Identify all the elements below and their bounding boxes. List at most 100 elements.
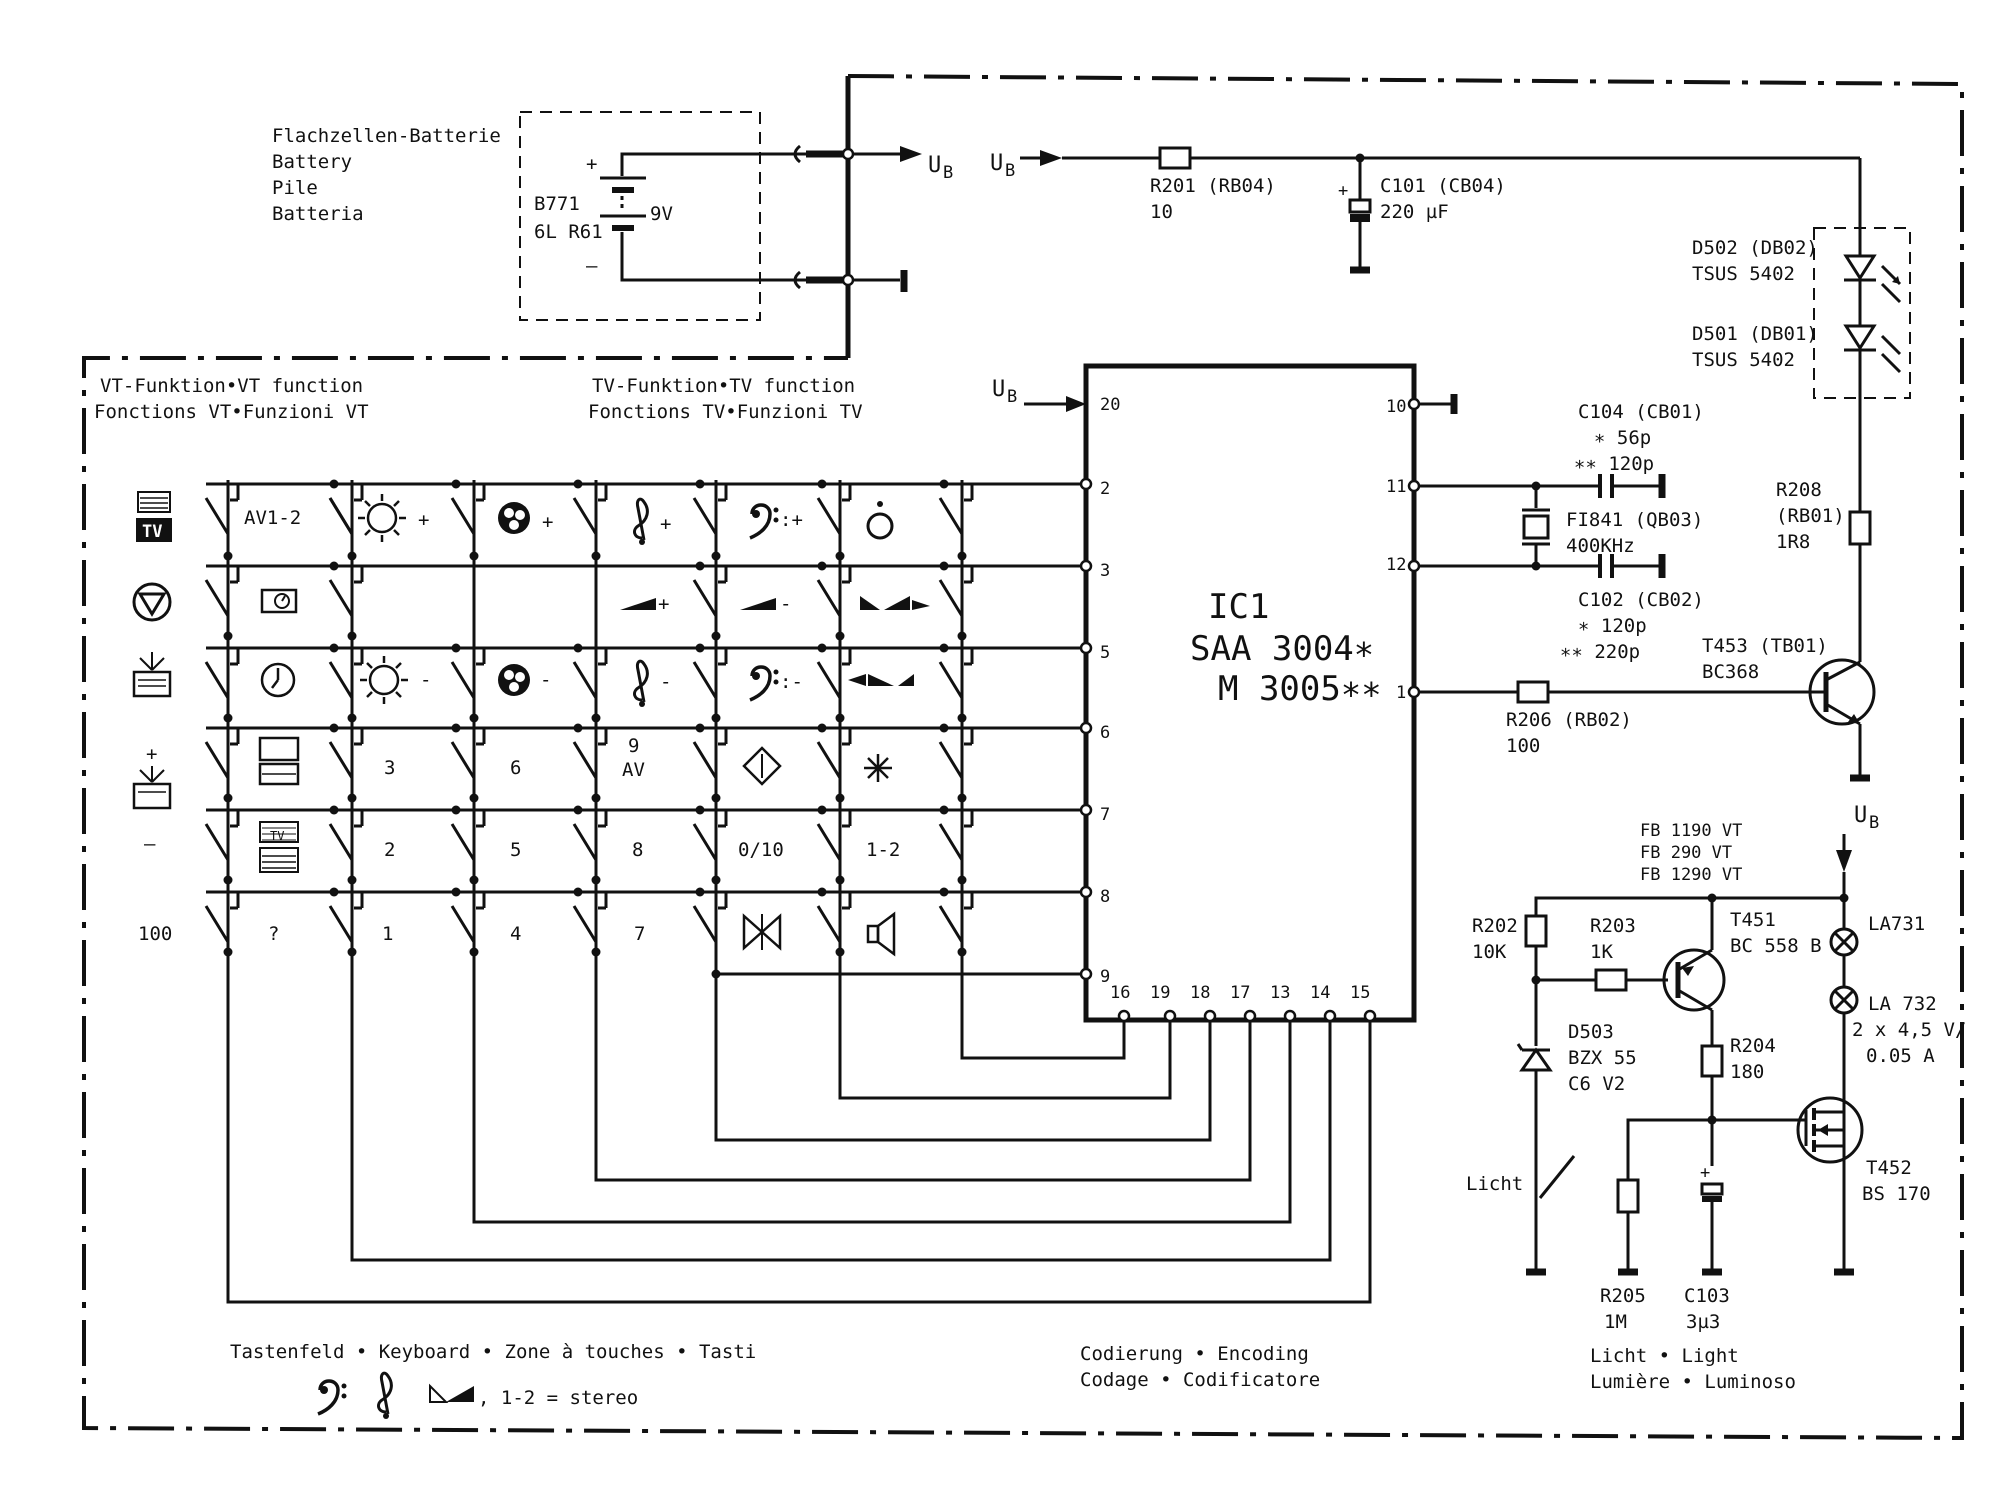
clock-icon [260, 662, 296, 698]
key-bass-minus: :- [780, 671, 803, 693]
d502-type: TSUS 5402 [1692, 263, 1795, 285]
c102-v2: ∗∗ 220p [1560, 641, 1640, 663]
light-switch-symbol [1526, 1155, 1576, 1272]
ic1-name: IC1 [1208, 587, 1269, 627]
key-bass-plus: :+ [780, 509, 803, 531]
frame [82, 74, 1964, 1441]
caption-symbols [316, 1371, 474, 1421]
balance-right-icon [860, 596, 930, 610]
r201-symbol [1158, 146, 1192, 170]
r201-value: 10 [1150, 201, 1173, 223]
battery-title-de: Flachzellen-Batterie [272, 125, 501, 147]
c102-v1: ∗ 120p [1578, 615, 1647, 637]
key-2: 2 [384, 839, 395, 861]
pin-6: 6 [1100, 723, 1110, 743]
supply-block: U B R201 (RB04) 10 + C101 (CB04) 220 µF [990, 146, 1862, 270]
key-5: 5 [510, 839, 521, 861]
la731-lamp [1829, 927, 1859, 957]
c101-value: 220 µF [1380, 201, 1449, 223]
t451-symbol [1662, 948, 1726, 1012]
caption-encoding-1: Codierung • Encoding [1080, 1343, 1309, 1365]
r208-code: (RB01) [1776, 505, 1845, 527]
r204-name: R204 [1730, 1035, 1776, 1057]
battery-symbol [600, 152, 806, 282]
pip-icon [258, 736, 300, 786]
t453-type: BC368 [1702, 661, 1759, 683]
r205-value: 1M [1604, 1311, 1627, 1333]
d503-type: BZX 55 [1568, 1047, 1637, 1069]
key-color-minus: - [540, 669, 551, 691]
key-brightness-minus: - [420, 669, 431, 691]
tv-mode-icon: TV [136, 491, 172, 542]
r203-value: 1K [1590, 941, 1613, 963]
caption-stereo: , 1-2 = stereo [478, 1387, 638, 1409]
pin-15: 15 [1350, 983, 1370, 1003]
bass-down-icon [748, 665, 781, 702]
c103-value: 3µ3 [1686, 1311, 1720, 1333]
battery-box [519, 111, 761, 321]
pin-18: 18 [1190, 983, 1210, 1003]
la732-name: LA 732 [1868, 993, 1937, 1015]
oscillator-block: C104 (CB01) ∗ 56p ∗∗ 120p FI841 (QB03) 4… [1414, 401, 1704, 663]
d503-code: C6 V2 [1568, 1073, 1625, 1095]
key-treble-minus: - [660, 671, 671, 693]
keyboard-matrix: VT-Funktion•VT function Fonctions VT•Fun… [94, 375, 1377, 1304]
light-ub: U [1854, 803, 1867, 828]
caption-keyboard: Tastenfeld • Keyboard • Zone à touches •… [230, 1341, 756, 1363]
key-av12: AV1-2 [244, 507, 301, 529]
battery-ref: B771 [534, 193, 580, 215]
c104-v1: ∗ 56p [1594, 427, 1651, 449]
battery-title-en: Battery [272, 151, 352, 173]
battery-plus: + [586, 153, 597, 175]
mute-icon [742, 913, 782, 951]
pin-11: 11 [1386, 477, 1406, 497]
key-color-plus: + [542, 511, 553, 533]
volume-down-icon: - [740, 593, 791, 615]
d502-name: D502 (DB02) [1692, 237, 1818, 259]
brightness-down-icon [358, 654, 410, 706]
key-9: 9 [628, 735, 639, 757]
la-spec-2: 0.05 A [1866, 1045, 1935, 1067]
battery-voltage: 9V [650, 203, 673, 225]
key-0-10: 0/10 [738, 839, 784, 861]
key-1: 1 [382, 923, 393, 945]
key-4: 4 [510, 923, 521, 945]
d503-symbol [1516, 1043, 1553, 1172]
treble-up-icon [633, 497, 649, 547]
t452-symbol [1796, 1096, 1864, 1166]
fi841-value: 400KHz [1566, 535, 1635, 557]
pin-1: 1 [1396, 683, 1406, 703]
caption-encoding-2: Codage • Codificatore [1080, 1369, 1320, 1391]
r204-value: 180 [1730, 1061, 1764, 1083]
c103-name: C103 [1684, 1285, 1730, 1307]
t453-name: T453 (TB01) [1702, 635, 1828, 657]
key-brightness-plus: + [418, 509, 429, 531]
led-box [1813, 227, 1911, 399]
fi841-symbol [1522, 514, 1550, 540]
r203-name: R203 [1590, 915, 1636, 937]
left-plus: + [146, 743, 157, 765]
key-av: AV [622, 759, 645, 781]
r206-value: 100 [1506, 735, 1540, 757]
t452-type: BS 170 [1862, 1183, 1931, 1205]
battery-title-it: Batteria [272, 203, 364, 225]
battery-block: Flachzellen-Batterie Battery Pile Batter… [272, 111, 953, 321]
key-1-2: 1-2 [866, 839, 900, 861]
light-circuit: U B FB 1190 VT FB 290 VT FB 1290 VT R202… [1466, 803, 1966, 1333]
r201-name: R201 (RB04) [1150, 175, 1276, 197]
tv-label-2: Fonctions TV•Funzioni TV [588, 401, 863, 423]
color-up-icon [498, 502, 530, 534]
caption-light-2: Lumière • Luminoso [1590, 1371, 1796, 1393]
brightness-up-icon [356, 492, 408, 544]
battery-minus: – [586, 255, 598, 277]
key-3: 3 [384, 757, 395, 779]
supply-ub: U [990, 151, 1003, 176]
light-ub-sub: B [1869, 813, 1879, 833]
captions: Tastenfeld • Keyboard • Zone à touches •… [230, 1341, 1796, 1421]
key-7: 7 [634, 923, 645, 945]
fi841-name: FI841 (QB03) [1566, 509, 1703, 531]
star-icon [864, 754, 892, 782]
r208-value: 1R8 [1776, 531, 1810, 553]
pin-3: 3 [1100, 561, 1110, 581]
fb-1290: FB 1290 VT [1640, 865, 1742, 885]
